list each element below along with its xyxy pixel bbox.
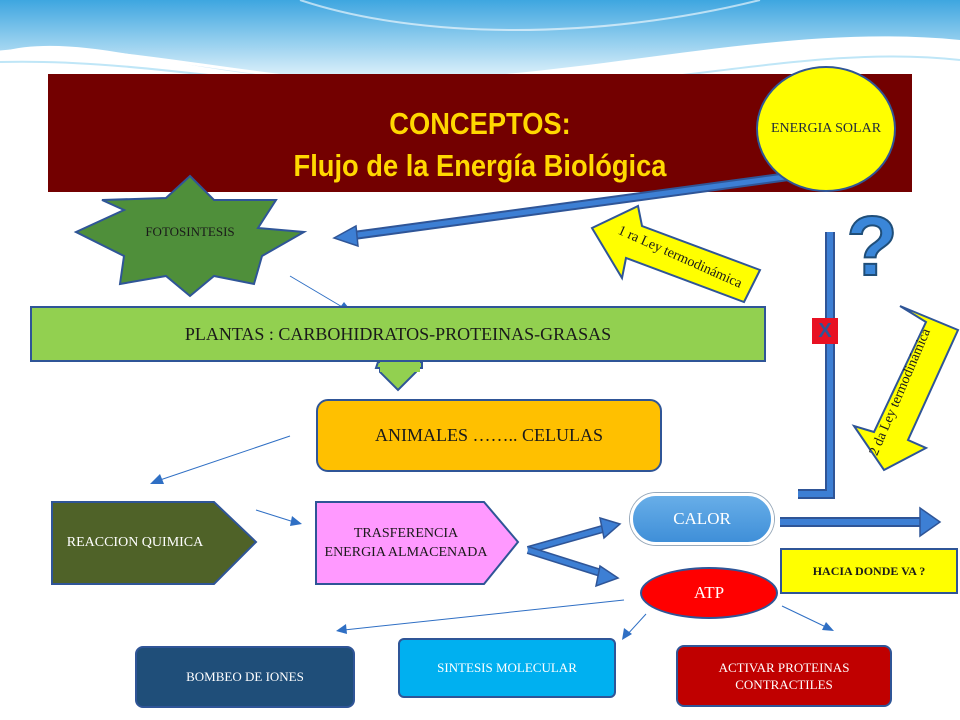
transfer-pentagon: [315, 501, 520, 585]
second-law-arrow: [851, 305, 960, 472]
animals-box: ANIMALES …….. CELULAS: [316, 399, 662, 472]
heat-box: CALOR: [630, 493, 774, 545]
first-law-arrow: [590, 204, 762, 304]
page-subtitle: Flujo de la Energía Biológica: [293, 148, 667, 183]
transfer-label: TRASFERENCIA ENERGIA ALMACENADA: [324, 526, 488, 560]
photosynthesis-star: [73, 174, 308, 298]
reaction-label: REACCION QUIMICA: [66, 535, 204, 550]
page-title: CONCEPTOS:: [389, 106, 571, 141]
photosynthesis-label: FOTOSINTESIS: [145, 224, 235, 239]
solar-energy-circle: ENERGIA SOLAR: [756, 66, 896, 192]
question-mark-icon: ?: [845, 199, 898, 293]
split-arrows: [526, 516, 622, 588]
atp-box: ATP: [640, 567, 778, 619]
blocked-path: [798, 232, 835, 499]
activate-proteins-box: ACTIVAR PROTEINAS CONTRACTILES: [676, 645, 892, 707]
blocked-x-mark: X: [812, 318, 838, 344]
where-does-it-go-box: HACIA DONDE VA ?: [780, 548, 958, 594]
ion-pumping-box: BOMBEO DE IONES: [135, 646, 355, 708]
reaction-pentagon: [51, 501, 258, 585]
plants-box: PLANTAS : CARBOHIDRATOS-PROTEINAS-GRASAS: [30, 306, 766, 362]
solar-to-photosynthesis-arrow: [332, 171, 797, 248]
heat-out-arrow: [780, 506, 942, 538]
molecular-synthesis-box: SINTESIS MOLECULAR: [398, 638, 616, 698]
